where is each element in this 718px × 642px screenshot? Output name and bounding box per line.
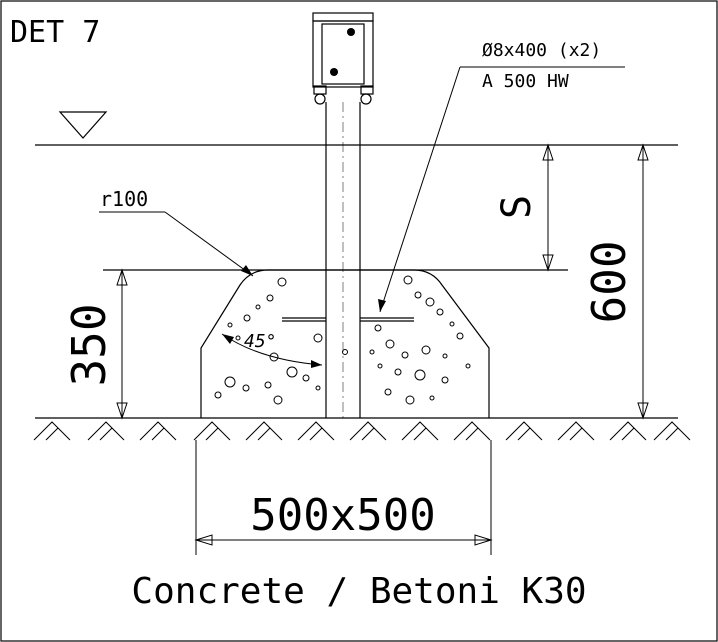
concrete-footing — [200, 269, 490, 418]
ground-hatch-symbol — [33, 421, 691, 441]
depth-total-label: 600 — [582, 240, 636, 323]
depth-total-dimension: 600 — [582, 143, 649, 420]
angle-label: 45° — [244, 331, 277, 352]
water-level-triangle-icon — [58, 111, 108, 139]
footing-size-label: 500x500 — [250, 490, 435, 541]
pole-top-fitting — [312, 12, 374, 105]
base-height-label: 350 — [62, 303, 116, 386]
angle-annotation: 45° — [221, 331, 323, 368]
detail-title: DET 7 — [10, 15, 100, 50]
depth-s-dimension: S — [494, 143, 554, 272]
footing-width-dimension: 500x500 — [194, 440, 493, 555]
concrete-aggregate — [214, 275, 471, 405]
radius-annotation: r100 — [99, 187, 254, 277]
material-label: Concrete / Betoni K30 — [131, 571, 586, 612]
pole-shaft — [325, 102, 361, 418]
base-height-dimension: 350 — [62, 268, 128, 420]
radius-label: r100 — [100, 187, 148, 211]
rebar-spec: Ø8x400 (x2) — [482, 40, 601, 61]
depth-s-label: S — [494, 195, 540, 219]
rebar-grade: A 500 HW — [482, 71, 569, 92]
rebar-annotation: Ø8x400 (x2) A 500 HW — [378, 40, 625, 313]
